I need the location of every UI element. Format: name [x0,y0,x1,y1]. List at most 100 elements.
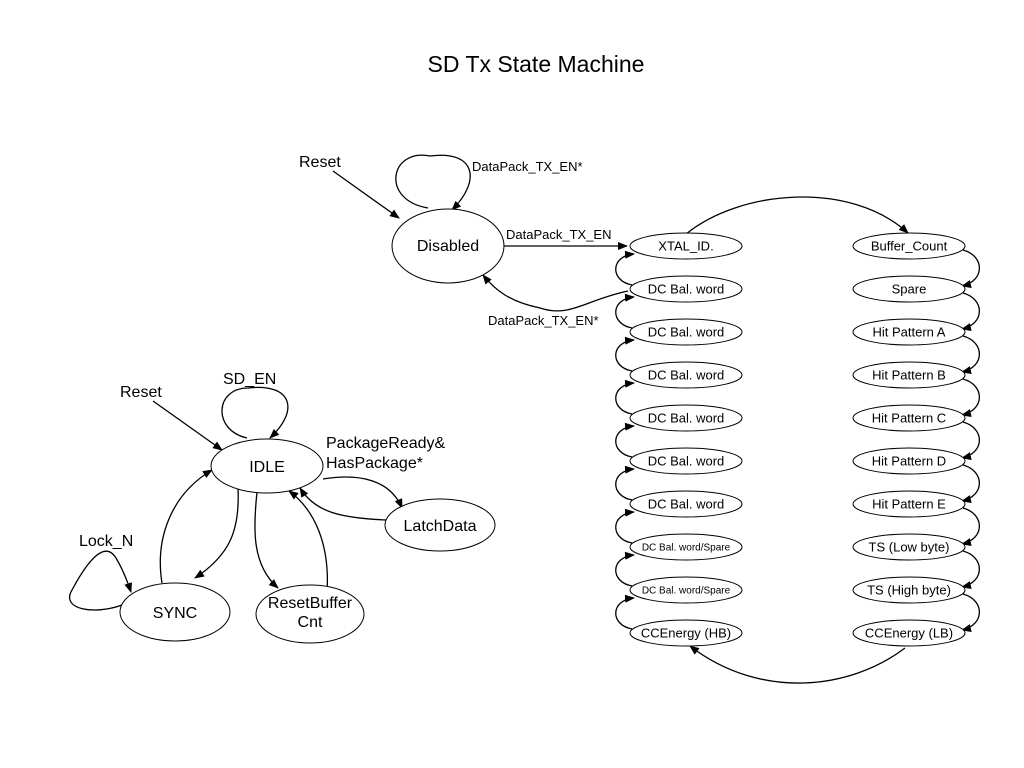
label-sync-self-loop: Lock_N [79,533,133,550]
left_column-state-5: DC Bal. word [629,447,743,475]
label-idle-to-latch-line2: HasPackage* [326,455,423,472]
right_column-state-9: CCEnergy (LB) [852,619,966,647]
state-idle: IDLE [210,438,324,494]
left_column-state-7: DC Bal. word/Spare [629,533,743,561]
edge-labels: Reset DataPack_TX_EN* DataPack_TX_EN Dat… [79,154,612,550]
left_column-chain-edge-3 [615,379,635,415]
right_column-state-4-label: Hit Pattern C [872,411,946,426]
edge-sync-self-loop [69,550,132,611]
left_column-state-5-label: DC Bal. word [648,454,725,469]
right_column-state-1: Spare [852,275,966,303]
right_column-chain-edge-8 [961,593,980,632]
edge-dcbal-to-disabled [482,274,629,312]
right_column-chain-edge-1 [961,292,980,331]
label-disabled-to-xtal: DataPack_TX_EN [506,227,612,242]
right_column-state-3-label: Hit Pattern B [872,368,946,383]
state-reset-buffer-cnt-label-line2: Cnt [298,614,323,631]
left_column-state-4-label: DC Bal. word [648,411,725,426]
edge-cclb-to-cchb [689,645,906,684]
edges [69,154,980,684]
edge-reset-to-disabled [332,170,400,219]
left_column-state-8-label: DC Bal. word/Spare [642,586,731,597]
left_column-chain-edge-0 [615,250,635,286]
right_column-chain-edge-5 [961,464,980,503]
state-reset-buffer-cnt: ResetBuffer Cnt [255,584,365,644]
right_column-chain-edge-0 [961,249,980,288]
left_column-chain-edge-8 [615,594,635,630]
left_column-chain-edge-4 [615,422,635,458]
edge-idle-to-resetbuffer [254,491,279,589]
label-idle-to-latch-line1: PackageReady& [326,435,446,452]
right_column-state-2-label: Hit Pattern A [873,325,946,340]
edge-reset-to-idle [152,400,223,451]
left_column-state-0: XTAL_ID. [629,232,743,260]
left-column-chain-edges [615,250,635,630]
right_column-chain-edge-2 [961,335,980,374]
right_column-state-2: Hit Pattern A [852,318,966,346]
left_column-state-9: CCEnergy (HB) [629,619,743,647]
label-idle-self-loop: SD_EN [223,371,276,388]
right_column-state-7: TS (Low byte) [852,533,966,561]
right_column-state-0-label: Buffer_Count [871,239,948,254]
left_column-state-6-label: DC Bal. word [648,497,725,512]
label-disabled-self-loop: DataPack_TX_EN* [472,159,583,174]
left_column-chain-edge-1 [615,293,635,329]
right_column-chain-edge-3 [961,378,980,417]
edge-sync-to-idle [159,469,213,584]
state-latch-data-label: LatchData [404,518,477,535]
state-disabled-label: Disabled [417,238,479,255]
edge-idle-to-sync [194,487,239,579]
right_column-state-3: Hit Pattern B [852,361,966,389]
label-reset-to-disabled: Reset [299,154,341,171]
left_column-chain-edge-6 [615,508,635,544]
left_column-state-3: DC Bal. word [629,361,743,389]
state-sync-label: SYNC [153,605,197,622]
label-dcbal-to-disabled: DataPack_TX_EN* [488,313,599,328]
left-column-states: XTAL_ID. DC Bal. word DC Bal. word DC Bal. … [629,232,743,647]
right_column-state-5-label: Hit Pattern D [872,454,946,469]
state-latch-data: LatchData [384,498,496,552]
left_column-state-1-label: DC Bal. word [648,282,725,297]
edge-idle-to-latch [322,476,403,509]
right_column-chain-edge-4 [961,421,980,460]
left_column-state-3-label: DC Bal. word [648,368,725,383]
right_column-state-4: Hit Pattern C [852,404,966,432]
right_column-state-5: Hit Pattern D [852,447,966,475]
left_column-state-9-label: CCEnergy (HB) [641,626,731,641]
left_column-state-2-label: DC Bal. word [648,325,725,340]
right_column-state-6-label: Hit Pattern E [872,497,946,512]
left_column-state-2: DC Bal. word [629,318,743,346]
state-sync: SYNC [119,582,231,642]
left_column-chain-edge-5 [615,465,635,501]
edge-idle-self-loop [221,386,289,439]
edge-xtal-to-buffer-count [685,196,909,235]
right_column-state-7-label: TS (Low byte) [869,540,950,555]
left_column-state-0-label: XTAL_ID. [658,239,713,254]
left_column-state-7-label: DC Bal. word/Spare [642,543,731,554]
right-column-chain-edges [961,249,980,632]
edge-disabled-self-loop [395,154,471,211]
right_column-state-9-label: CCEnergy (LB) [865,626,953,641]
left_column-state-1: DC Bal. word [629,275,743,303]
right_column-state-0: Buffer_Count [852,232,966,260]
right_column-chain-edge-7 [961,550,980,589]
right_column-state-6: Hit Pattern E [852,490,966,518]
right_column-state-8: TS (High byte) [852,576,966,604]
state-reset-buffer-cnt-label-line1: ResetBuffer [268,595,353,612]
label-reset-to-idle: Reset [120,384,162,401]
edge-latch-to-idle [299,487,387,521]
left_column-state-6: DC Bal. word [629,490,743,518]
right_column-state-8-label: TS (High byte) [867,583,951,598]
left_column-chain-edge-7 [615,551,635,587]
state-disabled: Disabled [391,208,505,284]
left_column-chain-edge-2 [615,336,635,372]
right_column-chain-edge-6 [961,507,980,546]
diagram-title: SD Tx State Machine [428,51,645,77]
left_column-state-8: DC Bal. word/Spare [629,576,743,604]
edge-resetbuffer-to-idle [288,490,329,593]
state-idle-label: IDLE [249,459,285,476]
right_column-state-1-label: Spare [892,282,927,297]
left_column-state-4: DC Bal. word [629,404,743,432]
